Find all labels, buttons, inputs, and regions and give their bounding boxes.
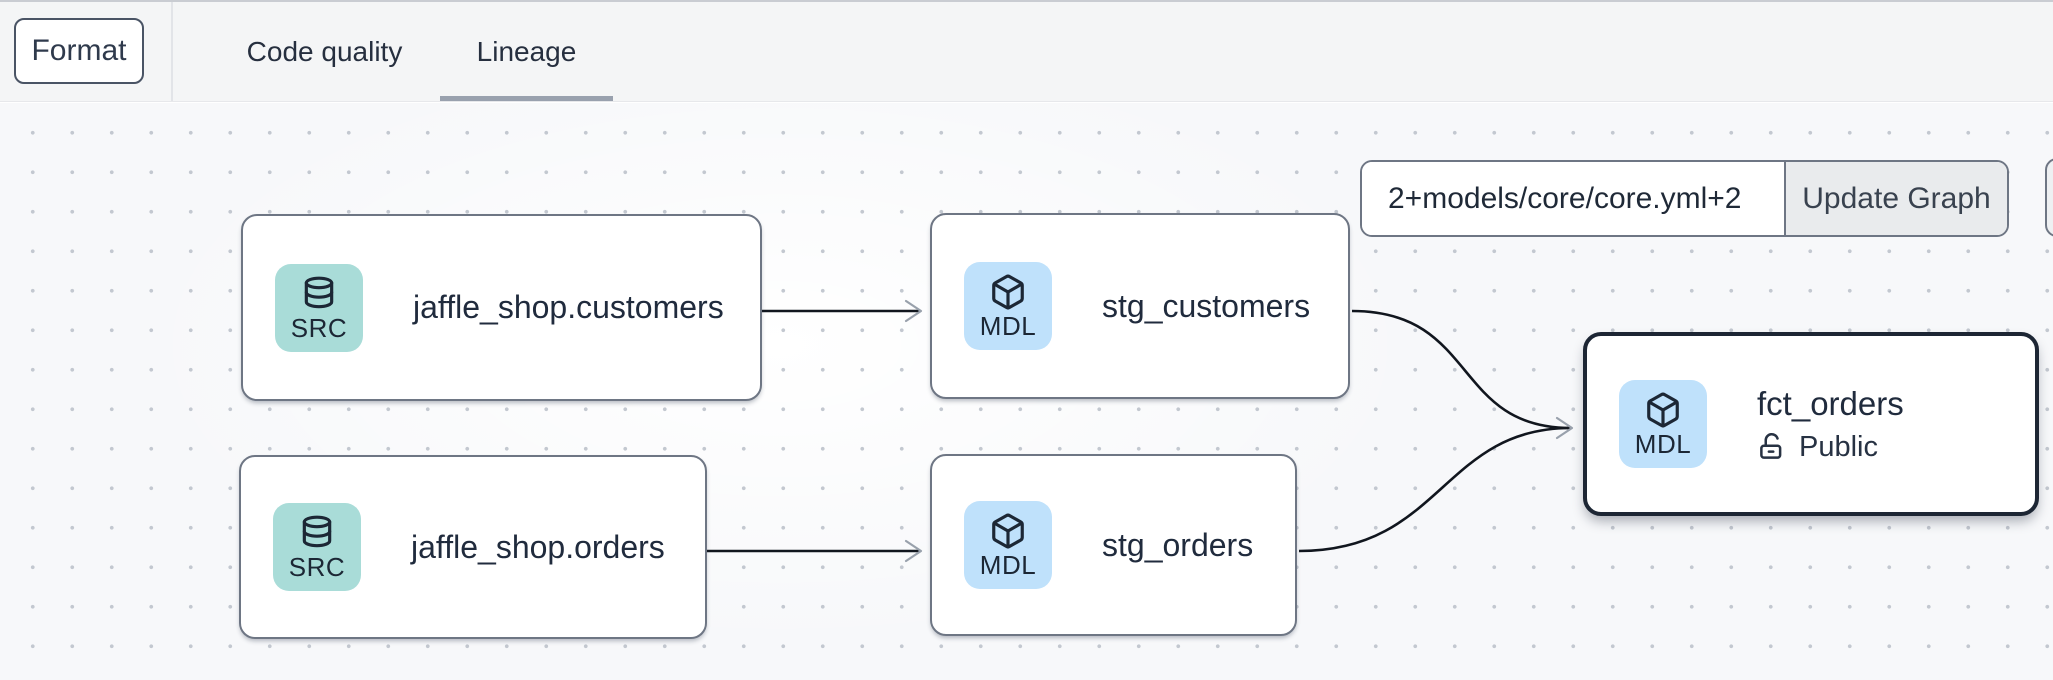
badge-label: MDL	[979, 311, 1037, 341]
tab-lineage-label: Lineage	[476, 35, 577, 67]
cube-icon	[992, 513, 1024, 549]
node-label: stg_customers	[1102, 287, 1311, 324]
format-button-label: Format	[31, 34, 127, 67]
node-label: jaffle_shop.customers	[413, 289, 724, 325]
badge-label: MDL	[979, 550, 1037, 580]
node-src-jaffle-shop-orders[interactable]: SRC jaffle_shop.orders	[239, 455, 707, 639]
badge-label: SRC	[288, 552, 346, 582]
lineage-selector-input[interactable]	[1362, 162, 1784, 235]
node-model-stg-customers[interactable]: MDL stg_customers	[930, 213, 1350, 399]
model-badge: MDL	[964, 262, 1052, 350]
source-badge: SRC	[275, 263, 363, 352]
node-text-column: fct_orders Public	[1757, 385, 1904, 464]
node-label: fct_orders	[1757, 384, 1904, 422]
node-model-fct-orders[interactable]: MDL fct_orders Public	[1583, 332, 2039, 516]
database-icon	[302, 515, 332, 548]
access-label: Public	[1799, 430, 1878, 463]
header-divider	[171, 2, 173, 101]
access-row: Public	[1757, 431, 1904, 464]
cube-icon	[1647, 392, 1679, 428]
model-badge: MDL	[1619, 380, 1707, 468]
cube-icon	[992, 274, 1024, 310]
update-graph-button[interactable]: Update Graph	[1784, 162, 2007, 235]
node-label: stg_orders	[1102, 526, 1254, 563]
badge-label: SRC	[290, 312, 348, 343]
lock-open-icon	[1760, 432, 1782, 459]
selector-group: Update Graph	[1360, 160, 2009, 237]
tab-lineage[interactable]: Lineage	[440, 2, 613, 101]
cropped-right-button[interactable]	[2045, 158, 2053, 237]
active-tab-underline	[440, 96, 613, 101]
node-label: jaffle_shop.orders	[411, 528, 665, 565]
tab-code-quality[interactable]: Code quality	[232, 2, 417, 101]
node-model-stg-orders[interactable]: MDL stg_orders	[930, 454, 1297, 636]
database-icon	[304, 276, 334, 308]
model-badge: MDL	[964, 501, 1052, 589]
tab-code-quality-label: Code quality	[246, 35, 403, 67]
format-button[interactable]: Format	[14, 18, 144, 84]
badge-label: MDL	[1634, 429, 1692, 459]
source-badge: SRC	[273, 503, 361, 591]
node-src-jaffle-shop-customers[interactable]: SRC jaffle_shop.customers	[241, 214, 762, 401]
editor-header: Format Code quality Lineage	[0, 0, 2053, 102]
